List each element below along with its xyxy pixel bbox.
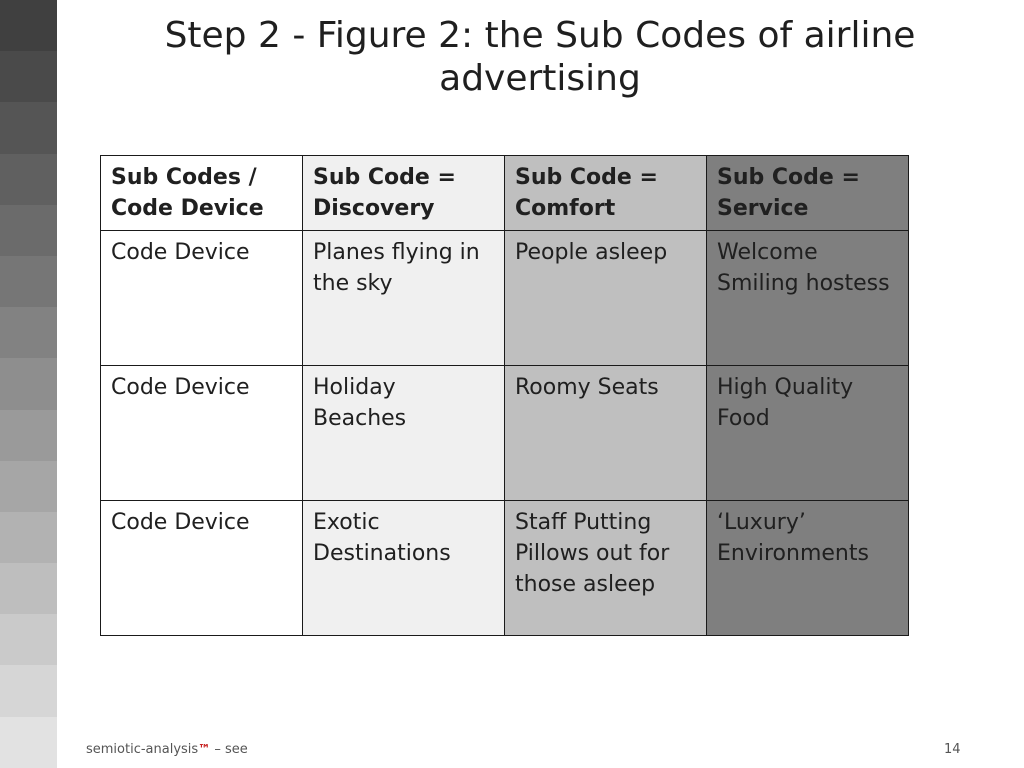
sub-codes-table: Sub Codes / Code Device Sub Code = Disco… bbox=[100, 155, 909, 636]
footer-brand: semiotic-analysis™ – see bbox=[86, 742, 248, 757]
sidebar-band bbox=[0, 563, 57, 615]
table-cell: High Quality Food bbox=[706, 365, 909, 501]
table-cell: Code Device bbox=[100, 500, 303, 636]
header-discovery: Sub Code = Discovery bbox=[302, 155, 505, 231]
decorative-sidebar bbox=[0, 0, 57, 768]
table-cell: Roomy Seats bbox=[504, 365, 707, 501]
sidebar-band bbox=[0, 460, 57, 512]
table-cell: People asleep bbox=[504, 230, 707, 366]
header-code-device: Sub Codes / Code Device bbox=[100, 155, 303, 231]
sidebar-band bbox=[0, 614, 57, 666]
sidebar-band bbox=[0, 358, 57, 410]
table-header-row: Sub Codes / Code Device Sub Code = Disco… bbox=[100, 155, 909, 231]
table-cell: Planes flying in the sky bbox=[302, 230, 505, 366]
header-text: Sub Codes / bbox=[111, 165, 257, 190]
page-number: 14 bbox=[944, 742, 961, 757]
sidebar-band bbox=[0, 51, 57, 103]
header-text: Comfort bbox=[515, 196, 616, 221]
sidebar-band bbox=[0, 665, 57, 717]
table-cell: Welcome Smiling hostess bbox=[706, 230, 909, 366]
header-text: Sub Code = bbox=[313, 165, 456, 190]
table-cell: ‘Luxury’ Environments bbox=[706, 500, 909, 636]
title-line-2: advertising bbox=[439, 58, 641, 99]
header-text: Service bbox=[717, 196, 809, 221]
sidebar-band bbox=[0, 511, 57, 564]
sidebar-band bbox=[0, 255, 57, 308]
table-cell: Code Device bbox=[100, 365, 303, 501]
sidebar-band bbox=[0, 102, 57, 154]
header-text: Code Device bbox=[111, 196, 264, 221]
sidebar-band bbox=[0, 204, 57, 256]
footer-brand-name: semiotic-analysis bbox=[86, 742, 199, 757]
header-text: Sub Code = bbox=[717, 165, 860, 190]
sidebar-band bbox=[0, 0, 57, 52]
table-cell: Holiday Beaches bbox=[302, 365, 505, 501]
table-cell: Staff Putting Pillows out for those asle… bbox=[504, 500, 707, 636]
title-line-1: Step 2 - Figure 2: the Sub Codes of airl… bbox=[164, 15, 916, 56]
table-cell: Exotic Destinations bbox=[302, 500, 505, 636]
sidebar-band bbox=[0, 409, 57, 461]
sidebar-band bbox=[0, 307, 57, 359]
sidebar-band bbox=[0, 716, 57, 768]
sidebar-band bbox=[0, 153, 57, 205]
trademark-symbol: ™ bbox=[198, 742, 211, 756]
header-service: Sub Code = Service bbox=[706, 155, 909, 231]
table-row: Code Device Exotic Destinations Staff Pu… bbox=[100, 500, 909, 636]
table-cell: Code Device bbox=[100, 230, 303, 366]
header-comfort: Sub Code = Comfort bbox=[504, 155, 707, 231]
header-text: Discovery bbox=[313, 196, 435, 221]
table-row: Code Device Holiday Beaches Roomy Seats … bbox=[100, 365, 909, 501]
slide-title: Step 2 - Figure 2: the Sub Codes of airl… bbox=[110, 14, 970, 100]
table-row: Code Device Planes flying in the sky Peo… bbox=[100, 230, 909, 366]
header-text: Sub Code = bbox=[515, 165, 658, 190]
footer-suffix: – see bbox=[210, 742, 248, 757]
